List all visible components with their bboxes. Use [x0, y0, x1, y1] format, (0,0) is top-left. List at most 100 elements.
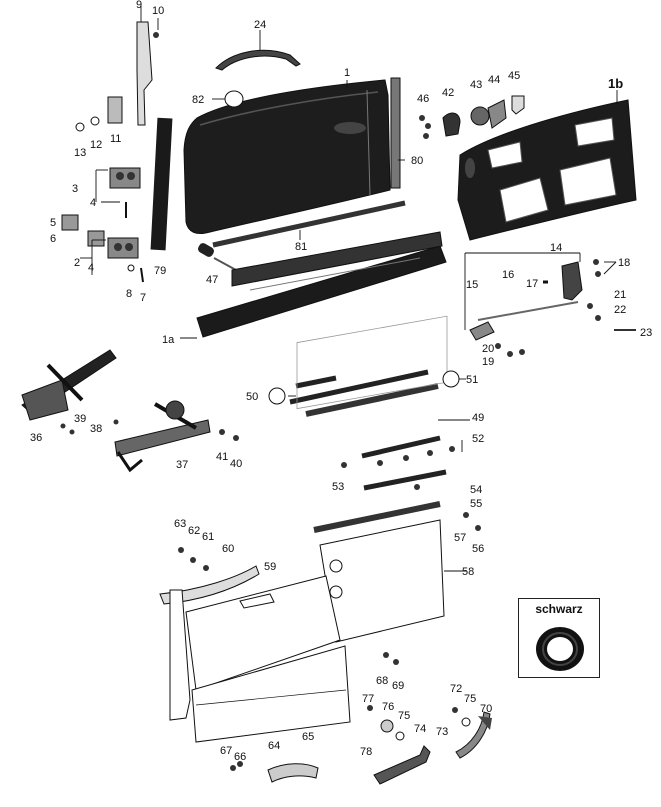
crank-arm-70	[478, 716, 492, 730]
window-regulator-37	[114, 400, 211, 473]
label-63: 63	[174, 518, 186, 530]
striker-42	[442, 112, 461, 137]
label-73: 73	[436, 726, 448, 738]
guide-bracket	[107, 96, 123, 124]
label-58: 58	[462, 566, 474, 578]
label-69: 69	[392, 680, 404, 692]
bolt-7	[140, 267, 144, 283]
label-20: 20	[482, 343, 494, 355]
door-bottom-strip	[212, 200, 406, 248]
label-74: 74	[414, 723, 426, 735]
label-4a: 4	[90, 197, 96, 209]
label-72: 72	[450, 683, 462, 695]
label-81: 81	[295, 241, 307, 253]
washer-13	[75, 122, 85, 132]
label-16: 16	[502, 269, 514, 281]
door-stop-pin	[213, 257, 237, 271]
knob-51	[442, 370, 460, 388]
label-66: 66	[234, 751, 246, 763]
plate-44	[487, 99, 507, 129]
door-seal-strip	[390, 77, 401, 189]
label-70: 70	[480, 703, 492, 715]
door-lock-mechanism	[469, 259, 636, 357]
label-11: 11	[110, 133, 121, 145]
inset-detail-box: schwarz	[518, 598, 600, 678]
label-44: 44	[488, 74, 500, 86]
pillar-trim	[150, 117, 173, 251]
washer-75b	[461, 717, 471, 727]
label-23: 23	[640, 327, 652, 339]
crank-arm-73	[455, 711, 491, 759]
label-55: 55	[470, 498, 482, 510]
door-outer-shell	[183, 79, 391, 235]
label-62: 62	[188, 525, 200, 537]
label-15: 15	[466, 279, 478, 291]
inner-trim-panel-58	[319, 519, 445, 643]
label-14: 14	[550, 242, 562, 254]
label-4b: 4	[88, 262, 94, 274]
label-39: 39	[74, 413, 86, 425]
label-53: 53	[332, 481, 344, 493]
label-37: 37	[176, 459, 188, 471]
washer-8	[127, 264, 135, 272]
black-grommet-icon	[536, 627, 584, 671]
label-21: 21	[614, 289, 626, 301]
label-61: 61	[202, 531, 214, 543]
label-10: 10	[152, 5, 164, 17]
escutcheon-76	[380, 719, 394, 733]
label-1b: 1b	[608, 76, 623, 91]
label-6: 6	[50, 233, 56, 245]
plate-43	[470, 106, 490, 126]
window-seals	[289, 315, 455, 533]
label-46: 46	[417, 93, 429, 105]
upper-hinge	[109, 167, 141, 189]
label-50: 50	[246, 391, 258, 403]
leader-lines	[80, 6, 618, 572]
label-17: 17	[526, 278, 538, 290]
label-1: 1	[344, 67, 350, 79]
bracket-45	[511, 95, 525, 115]
label-42: 42	[442, 87, 454, 99]
label-12: 12	[90, 139, 102, 151]
door-pocket-65	[267, 763, 319, 783]
label-51: 51	[466, 374, 478, 386]
lock-cylinder-50	[268, 387, 286, 405]
label-8: 8	[126, 288, 132, 300]
window-regulator-36	[21, 349, 117, 421]
label-47: 47	[206, 274, 218, 286]
label-7: 7	[140, 292, 146, 304]
label-75b: 75	[464, 693, 476, 705]
door-inner-panel	[457, 99, 637, 241]
label-3: 3	[72, 183, 78, 195]
label-76: 76	[382, 701, 394, 713]
label-5: 5	[50, 217, 56, 229]
label-40: 40	[230, 458, 242, 470]
label-64: 64	[268, 740, 280, 752]
label-2: 2	[74, 257, 80, 269]
lower-hinge	[107, 237, 139, 259]
label-56: 56	[472, 543, 484, 555]
label-19: 19	[482, 356, 494, 368]
label-78: 78	[360, 746, 372, 758]
part-number-labels: 9 10 24 1 82 11 12 13 3 4 5 6 2 4 8 7 79…	[30, 0, 652, 763]
hinge-plate-6	[87, 230, 105, 247]
label-43: 43	[470, 79, 482, 91]
armrest-60	[159, 565, 260, 605]
label-77: 77	[362, 693, 374, 705]
inset-title: schwarz	[535, 602, 583, 616]
label-67: 67	[220, 745, 232, 757]
hinge-plate-5	[61, 214, 79, 231]
label-75a: 75	[398, 710, 410, 722]
washer-75	[395, 731, 405, 741]
label-65: 65	[302, 731, 314, 743]
label-36: 36	[30, 432, 42, 444]
door-card-59	[185, 575, 341, 691]
window-crank-74	[373, 745, 431, 785]
label-13: 13	[74, 147, 86, 159]
label-38: 38	[90, 423, 102, 435]
screws-38-41	[60, 419, 239, 441]
label-59: 59	[264, 561, 276, 573]
label-22: 22	[614, 304, 626, 316]
panel-frame	[169, 589, 191, 721]
